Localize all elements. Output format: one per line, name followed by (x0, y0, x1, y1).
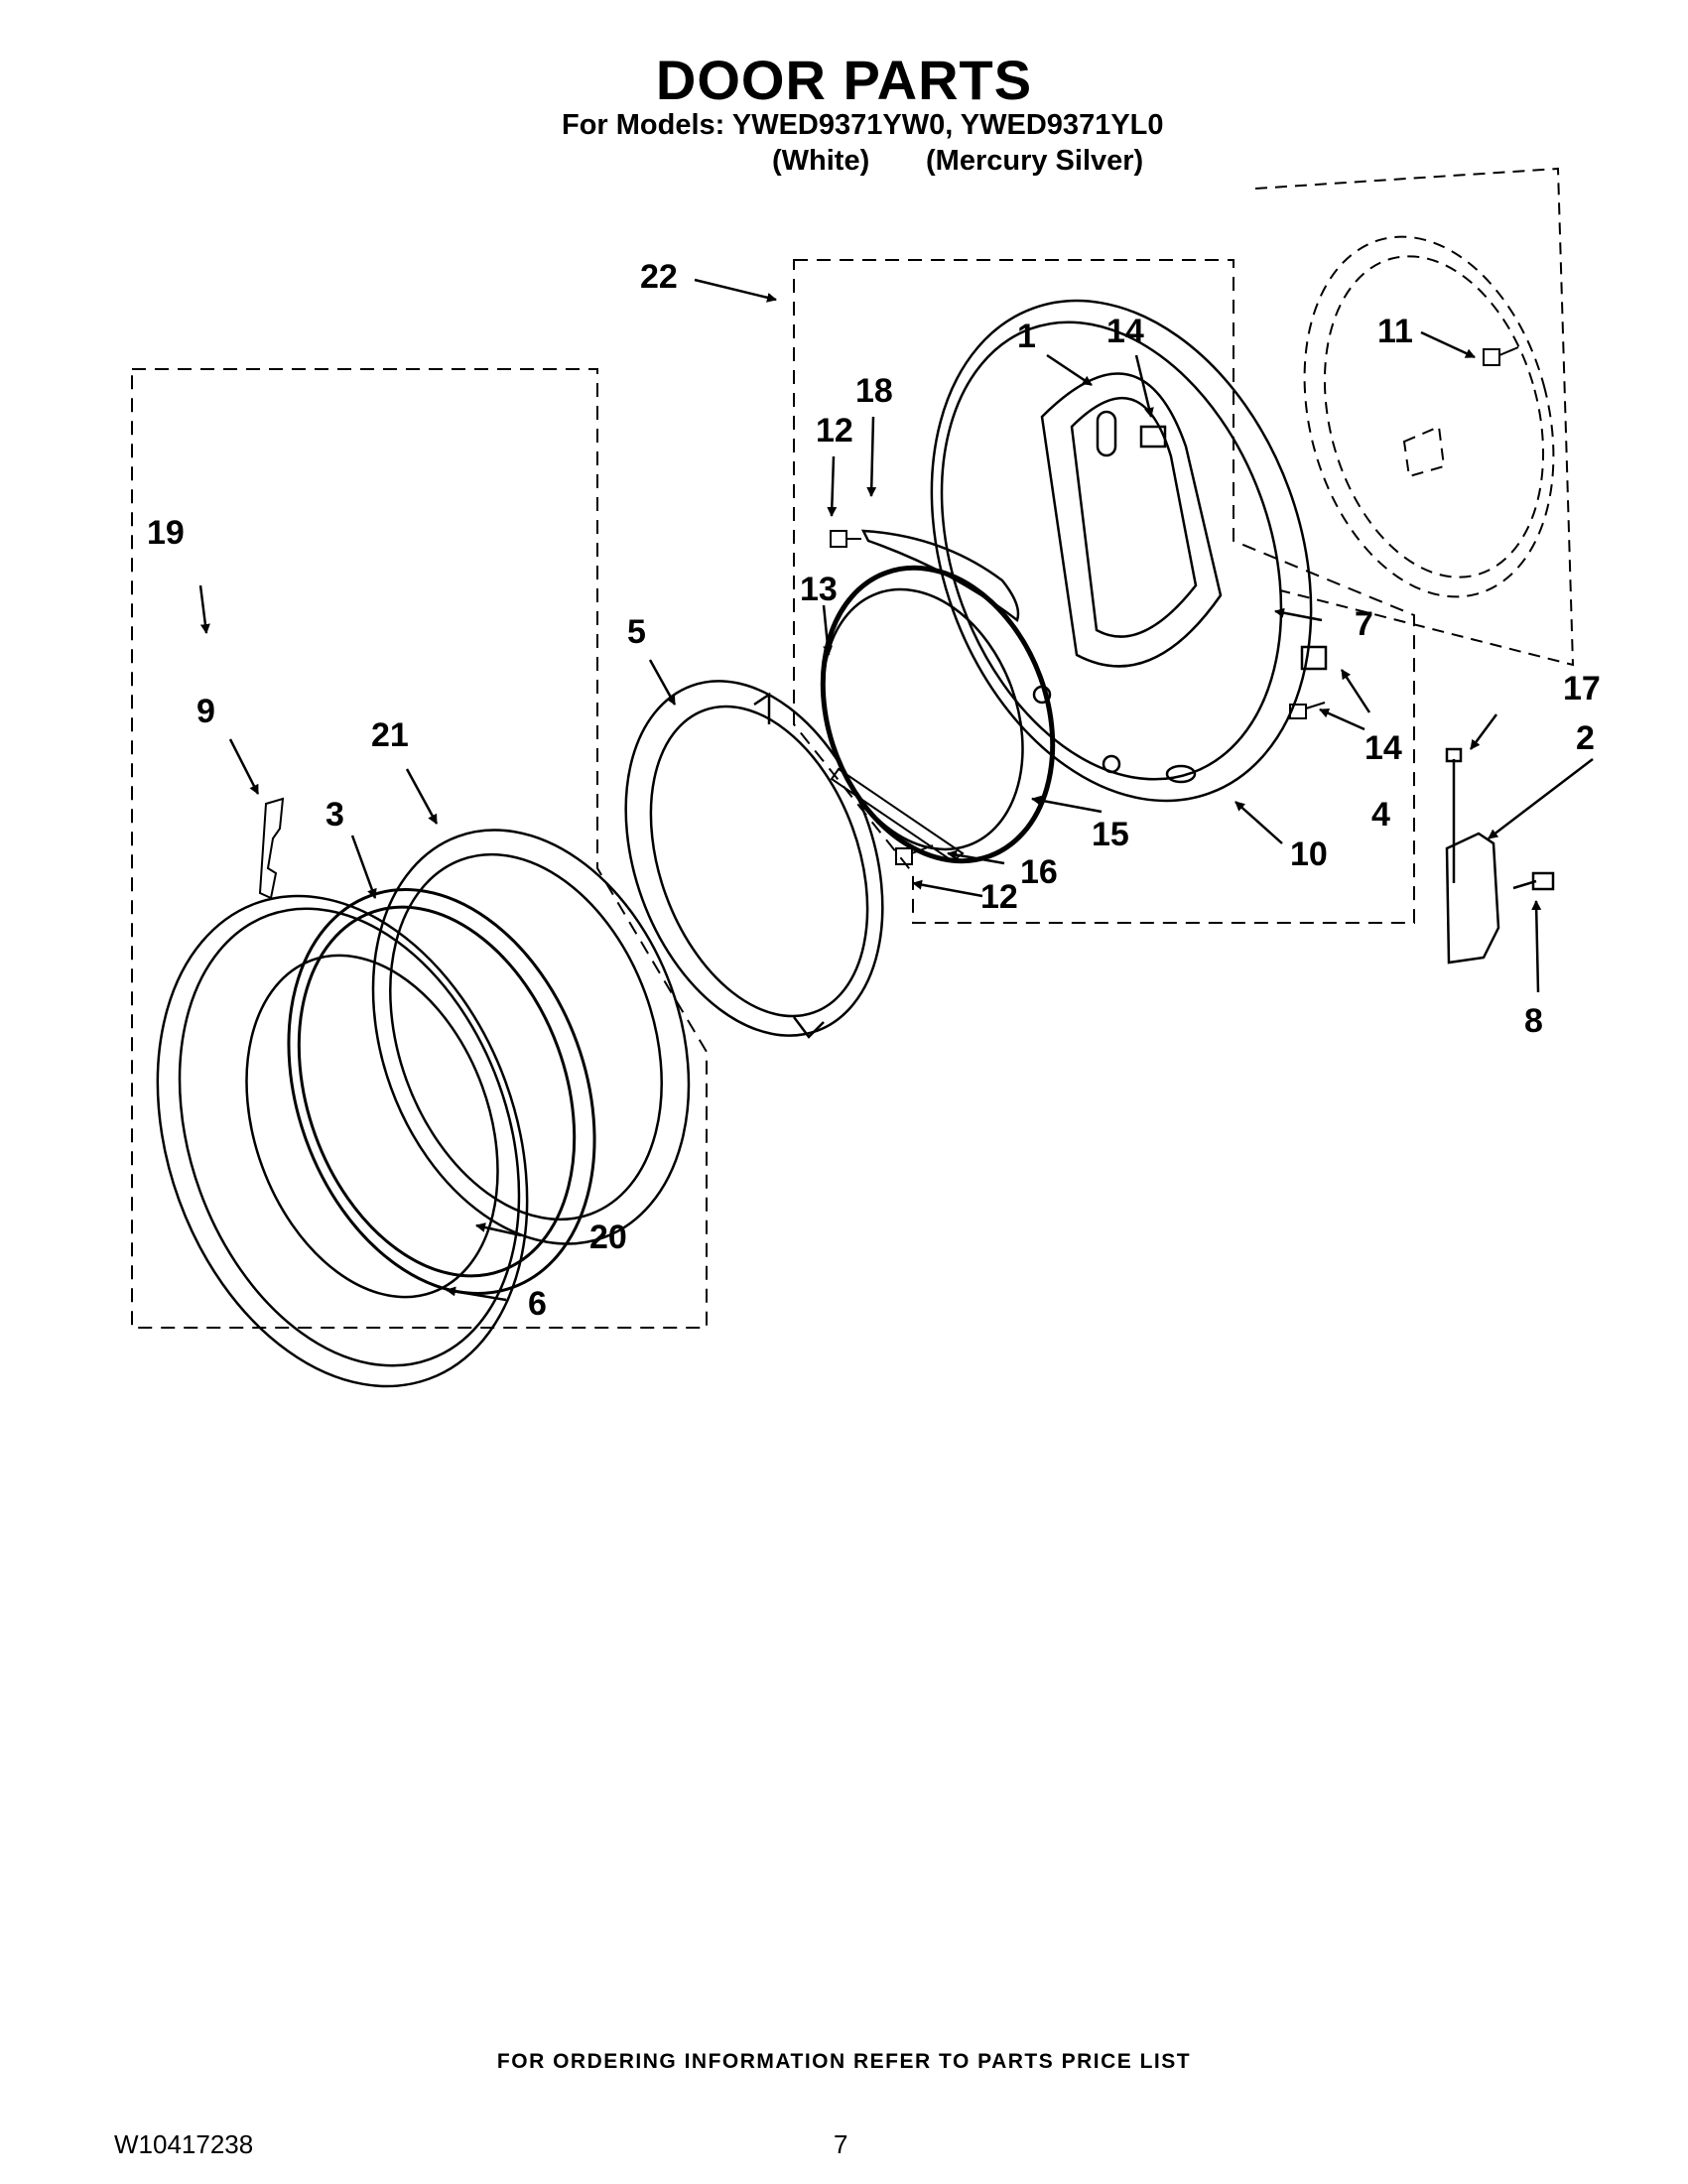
callout-19: 19 (147, 514, 185, 552)
door-ring-part (371, 829, 691, 1245)
group-19-boundary (131, 368, 708, 1329)
callout-17: 17 (1563, 670, 1601, 707)
hinge-part (1445, 747, 1555, 964)
callout-20: 20 (589, 1219, 627, 1256)
variant-white: (White) (772, 145, 870, 177)
bracket-part (860, 529, 1020, 623)
plug-part (1096, 410, 1117, 457)
callout-15: 15 (1092, 816, 1129, 853)
inner-door-part (930, 299, 1313, 803)
door-frame-part (624, 680, 884, 1039)
ordering-note: FOR ORDERING INFORMATION REFER TO PARTS … (496, 2050, 1192, 2073)
screw-part-4 (1289, 702, 1326, 719)
callout-1: 1 (1017, 318, 1036, 355)
callout-9: 9 (196, 693, 215, 730)
callout-5: 5 (627, 613, 646, 651)
catch-part-upper (1139, 425, 1167, 449)
callout-18: 18 (855, 372, 893, 410)
callout-16: 16 (1020, 853, 1058, 891)
callout-13: 13 (800, 571, 838, 608)
page-title: DOOR PARTS (655, 49, 1033, 111)
callout-7: 7 (1355, 605, 1373, 643)
callout-12-upper: 12 (816, 412, 853, 450)
callout-12-lower: 12 (980, 878, 1018, 916)
cabinet-front-outline (1254, 167, 1575, 667)
callout-2: 2 (1576, 719, 1595, 757)
callout-14-upper: 14 (1106, 313, 1144, 350)
callout-14-lower: 14 (1364, 729, 1402, 767)
leader-lines (198, 278, 1594, 1302)
callout-4: 4 (1371, 796, 1390, 834)
callout-11: 11 (1377, 313, 1413, 350)
outer-door-part (156, 894, 529, 1388)
handle-part (258, 797, 285, 900)
models-line: For Models: YWED9371YW0, YWED9371YL0 (562, 109, 1164, 141)
callout-3: 3 (325, 796, 344, 834)
catch-part-lower (1300, 645, 1328, 671)
page-number: 7 (834, 2129, 848, 2159)
callout-21: 21 (371, 716, 409, 754)
callout-10: 10 (1290, 835, 1328, 873)
strip-part (830, 767, 965, 863)
screw-part-12-lower (895, 844, 934, 865)
screw-part-12-upper (830, 530, 861, 548)
callout-8: 8 (1524, 1002, 1543, 1040)
door-glass-seal-part (820, 565, 1056, 864)
document-number: W10417238 (114, 2129, 254, 2159)
variant-mercury-silver: (Mercury Silver) (926, 145, 1144, 177)
screw-part-11 (1483, 346, 1519, 366)
door-trim-ring-part (287, 888, 596, 1295)
group-22-boundary (793, 259, 1415, 924)
callout-6: 6 (528, 1285, 547, 1323)
callout-22: 22 (640, 258, 678, 296)
